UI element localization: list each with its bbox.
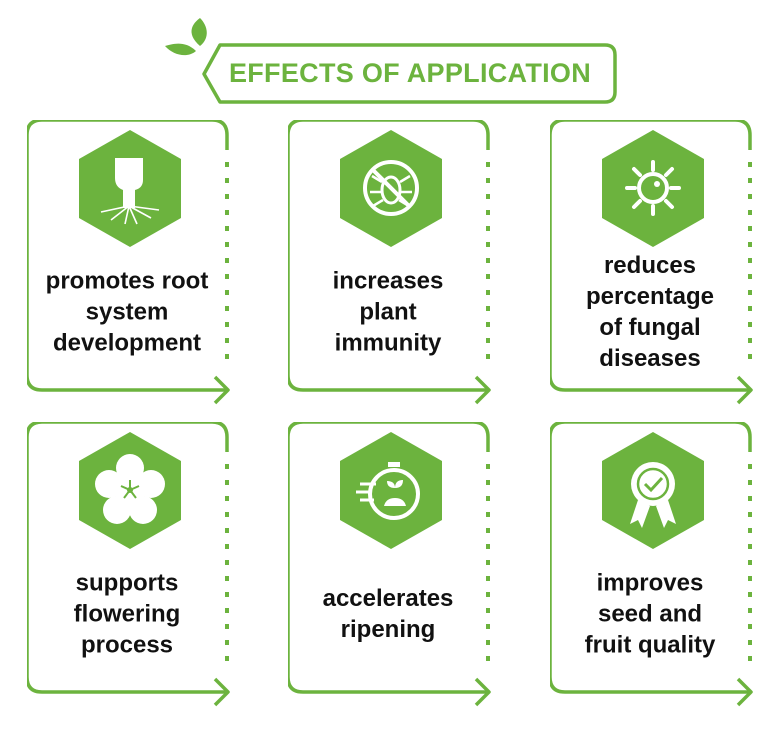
card-label-line: increases	[332, 267, 444, 295]
effect-card: supports flowering process	[27, 422, 239, 707]
card-label-line: system	[85, 298, 169, 326]
card-label: improves seed and fruit quality	[550, 568, 750, 661]
dotted-divider	[225, 162, 229, 359]
card-frame	[288, 422, 491, 707]
quality-badge-icon	[630, 462, 676, 528]
card-label-line: process	[80, 631, 174, 659]
card-label: reduces percentage of fungal diseases	[550, 250, 750, 374]
leaves-icon	[165, 18, 207, 56]
card-label-line: supports	[75, 569, 179, 597]
card-label-line: improves	[596, 569, 704, 597]
card-label-line: accelerates	[322, 585, 454, 612]
card-label-line: of fungal	[599, 314, 701, 341]
no-bug-icon	[363, 160, 419, 216]
title-frame	[165, 18, 617, 104]
card-label-line: plant	[359, 298, 417, 326]
card-label-line: promotes root	[45, 267, 209, 295]
card-label: promotes root system development	[27, 266, 227, 359]
card-label-line: fruit quality	[584, 631, 716, 659]
card-frame	[550, 120, 753, 405]
card-label: accelerates ripening	[288, 583, 488, 645]
effect-card: improves seed and fruit quality	[550, 422, 762, 707]
card-frame	[288, 120, 491, 405]
fist-roots-icon	[100, 158, 160, 225]
card-label: supports flowering process	[27, 568, 227, 661]
dotted-divider	[486, 162, 490, 359]
card-label-line: diseases	[599, 345, 701, 372]
fungus-spore-icon	[625, 160, 681, 216]
title-banner: EFFECTS OF APPLICATION	[160, 18, 620, 108]
card-frame	[27, 422, 230, 707]
dotted-divider	[225, 464, 229, 661]
dotted-divider	[748, 162, 752, 359]
card-label-line: flowering	[73, 600, 181, 628]
card-label-line: development	[52, 329, 202, 357]
card-label-line: seed and	[597, 600, 703, 628]
page-title: EFFECTS OF APPLICATION	[228, 58, 592, 88]
card-frame	[550, 422, 753, 707]
card-label-line: reduces	[603, 252, 697, 279]
card-frame	[27, 120, 230, 405]
dotted-divider	[748, 464, 752, 661]
card-label-line: immunity	[334, 329, 442, 357]
effect-card: increases plant immunity	[288, 120, 500, 405]
effect-card: accelerates ripening	[288, 422, 500, 707]
card-label: increases plant immunity	[288, 266, 488, 359]
dotted-divider	[486, 464, 490, 661]
card-label-line: percentage	[585, 283, 715, 310]
hexagon-badge	[340, 432, 442, 549]
flower-icon	[95, 454, 165, 524]
card-label-line: ripening	[340, 616, 436, 643]
hexagon-badge	[602, 130, 704, 247]
effect-card: reduces percentage of fungal diseases	[550, 120, 762, 405]
effect-card: promotes root system development	[27, 120, 239, 405]
stopwatch-sprout-icon	[356, 462, 420, 520]
